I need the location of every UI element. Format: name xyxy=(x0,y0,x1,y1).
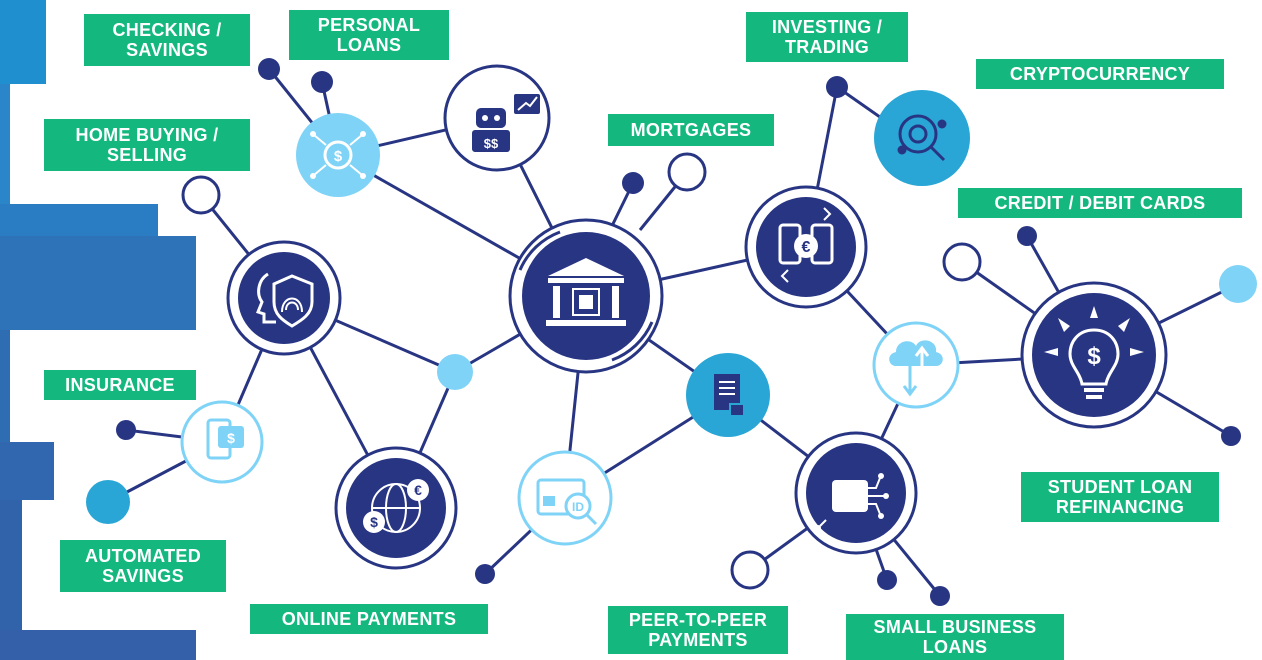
node-dot xyxy=(475,564,495,584)
node-dot xyxy=(930,586,950,606)
small-nodes xyxy=(86,58,1257,606)
bank-hub xyxy=(508,218,664,374)
dollar-lightbulb-icon: $ xyxy=(1044,306,1144,399)
left-sidebar-decoration xyxy=(0,0,196,660)
fingerprint-shield-icon xyxy=(256,272,314,328)
svg-text:ID: ID xyxy=(572,500,584,514)
bank-chip-icon xyxy=(546,258,626,326)
node-dot xyxy=(942,242,982,282)
node-dot xyxy=(437,354,473,390)
svg-text:$: $ xyxy=(1087,343,1101,370)
label-credit-debit-cards: CREDIT / DEBIT CARDS xyxy=(958,188,1242,218)
label-investing-trading: INVESTING /TRADING xyxy=(746,12,908,62)
node-dot xyxy=(667,152,707,192)
robot-advisor-node: $$ xyxy=(443,64,551,172)
node-dot xyxy=(1219,265,1257,303)
node-dot xyxy=(86,480,130,524)
label-checking-savings: CHECKING /SAVINGS xyxy=(84,14,250,66)
crypto-search-node xyxy=(874,90,970,186)
secure-document-node xyxy=(686,353,770,437)
label-insurance: INSURANCE xyxy=(44,370,196,400)
connector-lines xyxy=(107,68,1239,597)
svg-text:€: € xyxy=(802,239,811,256)
node-dot xyxy=(1221,426,1241,446)
euro-exchange-node: € xyxy=(744,185,868,309)
global-currency-icon: € $ xyxy=(363,479,429,533)
svg-text:$: $ xyxy=(334,148,343,165)
node-dot xyxy=(311,71,333,93)
svg-text:€: € xyxy=(414,482,422,498)
label-cryptocurrency: CRYPTOCURRENCY xyxy=(976,59,1224,89)
digital-wallet-node xyxy=(794,431,918,555)
fingerprint-shield-node xyxy=(226,240,342,356)
label-home-buying-selling: HOME BUYING /SELLING xyxy=(44,119,250,171)
svg-text:$: $ xyxy=(370,514,378,530)
robot-advisor-icon: $$ xyxy=(472,94,540,152)
mobile-payment-icon: $ xyxy=(206,418,244,460)
node-dot xyxy=(258,58,280,80)
node-dot xyxy=(877,570,897,590)
euro-exchange-icon: € xyxy=(778,207,834,283)
cloud-transfer-icon xyxy=(889,340,943,397)
digital-id-node: ID xyxy=(517,450,613,546)
crypto-search-icon xyxy=(897,114,947,162)
dollar-lightbulb-node: $ xyxy=(1020,281,1168,429)
node-dot xyxy=(826,76,848,98)
cloud-transfer-node xyxy=(872,321,960,409)
global-currency-node: € $ xyxy=(334,446,458,570)
digital-id-icon: ID xyxy=(536,478,598,526)
node-dot xyxy=(181,175,221,215)
dollar-network-icon: $ xyxy=(310,131,366,179)
node-dot xyxy=(622,172,644,194)
mobile-payment-node: $ xyxy=(180,400,264,484)
svg-text:$$: $$ xyxy=(484,136,499,151)
node-dot xyxy=(730,550,770,590)
dollar-network-node: $ xyxy=(296,113,380,197)
label-online-payments: ONLINE PAYMENTS xyxy=(250,604,488,634)
node-dot xyxy=(1017,226,1037,246)
digital-wallet-icon xyxy=(815,473,889,531)
node-dot xyxy=(116,420,136,440)
secure-document-icon xyxy=(714,374,745,417)
svg-text:$: $ xyxy=(227,430,235,446)
label-mortgages: MORTGAGES xyxy=(608,114,774,146)
